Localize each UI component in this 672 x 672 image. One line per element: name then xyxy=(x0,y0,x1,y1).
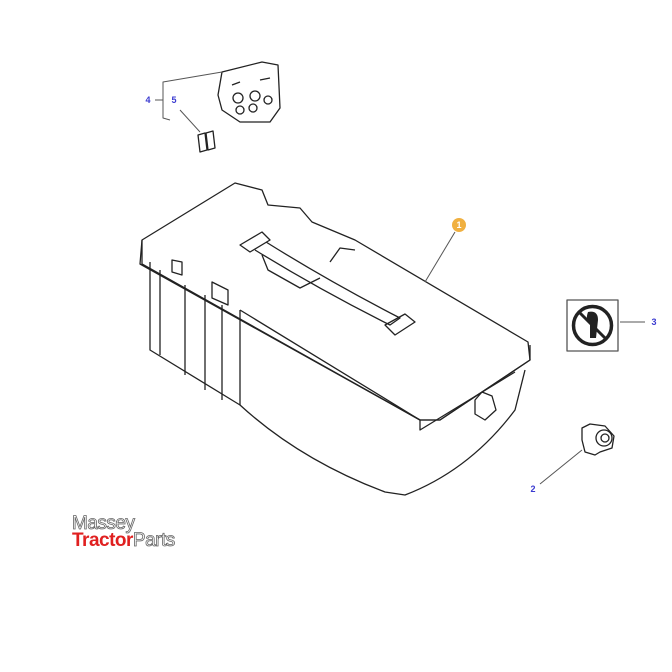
toolbox-part[interactable] xyxy=(139,182,531,496)
warning-decal-part[interactable] xyxy=(566,299,619,352)
callout-3[interactable]: 3 xyxy=(651,317,657,327)
tool-kit-part[interactable] xyxy=(217,61,281,123)
lock-part[interactable] xyxy=(581,423,615,456)
callout-1[interactable]: 1 xyxy=(452,218,466,232)
logo-line1: Massey xyxy=(72,513,136,534)
logo-parts: Parts xyxy=(132,530,176,551)
leader-lines xyxy=(155,71,645,485)
brand-logo: Massey TractorParts xyxy=(72,513,176,551)
clip-part[interactable] xyxy=(197,130,216,153)
callout-4[interactable]: 4 xyxy=(145,95,151,105)
logo-tractor: Tractor xyxy=(72,530,133,551)
callout-5[interactable]: 5 xyxy=(171,95,177,105)
callout-2[interactable]: 2 xyxy=(530,484,536,494)
